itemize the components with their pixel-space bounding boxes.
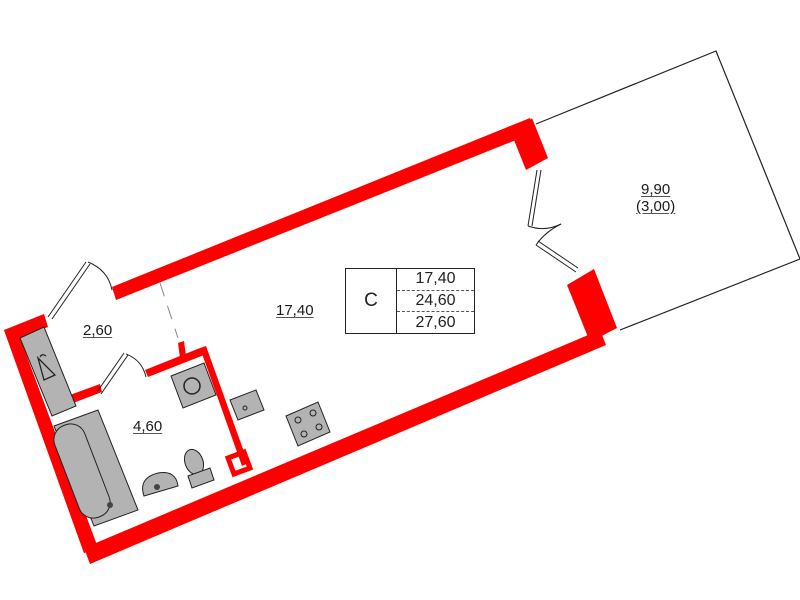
entrance-door bbox=[47, 261, 113, 320]
room-area-living: 17,40 bbox=[276, 302, 314, 319]
hanger-icon bbox=[36, 354, 57, 381]
room-area-bathroom: 4,60 bbox=[133, 418, 163, 435]
toilet bbox=[183, 448, 215, 489]
legend-living-area: 17,40 bbox=[397, 269, 474, 291]
loggia-area: 9,90 bbox=[640, 181, 671, 198]
apartment-class: С bbox=[346, 269, 397, 333]
loggia-outline bbox=[535, 50, 800, 331]
balcony-door bbox=[527, 169, 579, 273]
washing-machine bbox=[170, 362, 217, 409]
washbasin bbox=[142, 472, 179, 497]
loggia-reduced-area: (3,00) bbox=[636, 198, 676, 215]
legend-total-with-loggia: 27,60 bbox=[415, 313, 456, 331]
room-area-loggia: 9,90 (3,00) bbox=[636, 181, 675, 215]
area-legend: С 17,40 24,60 27,60 bbox=[345, 268, 475, 334]
legend-total-area: 24,60 bbox=[397, 291, 474, 313]
kitchen-sink bbox=[229, 389, 265, 421]
wardrobe bbox=[19, 326, 77, 417]
stove bbox=[285, 401, 331, 447]
room-area-hall: 2,60 bbox=[83, 322, 113, 339]
bathtub bbox=[53, 409, 139, 527]
bathroom-door bbox=[96, 352, 147, 395]
